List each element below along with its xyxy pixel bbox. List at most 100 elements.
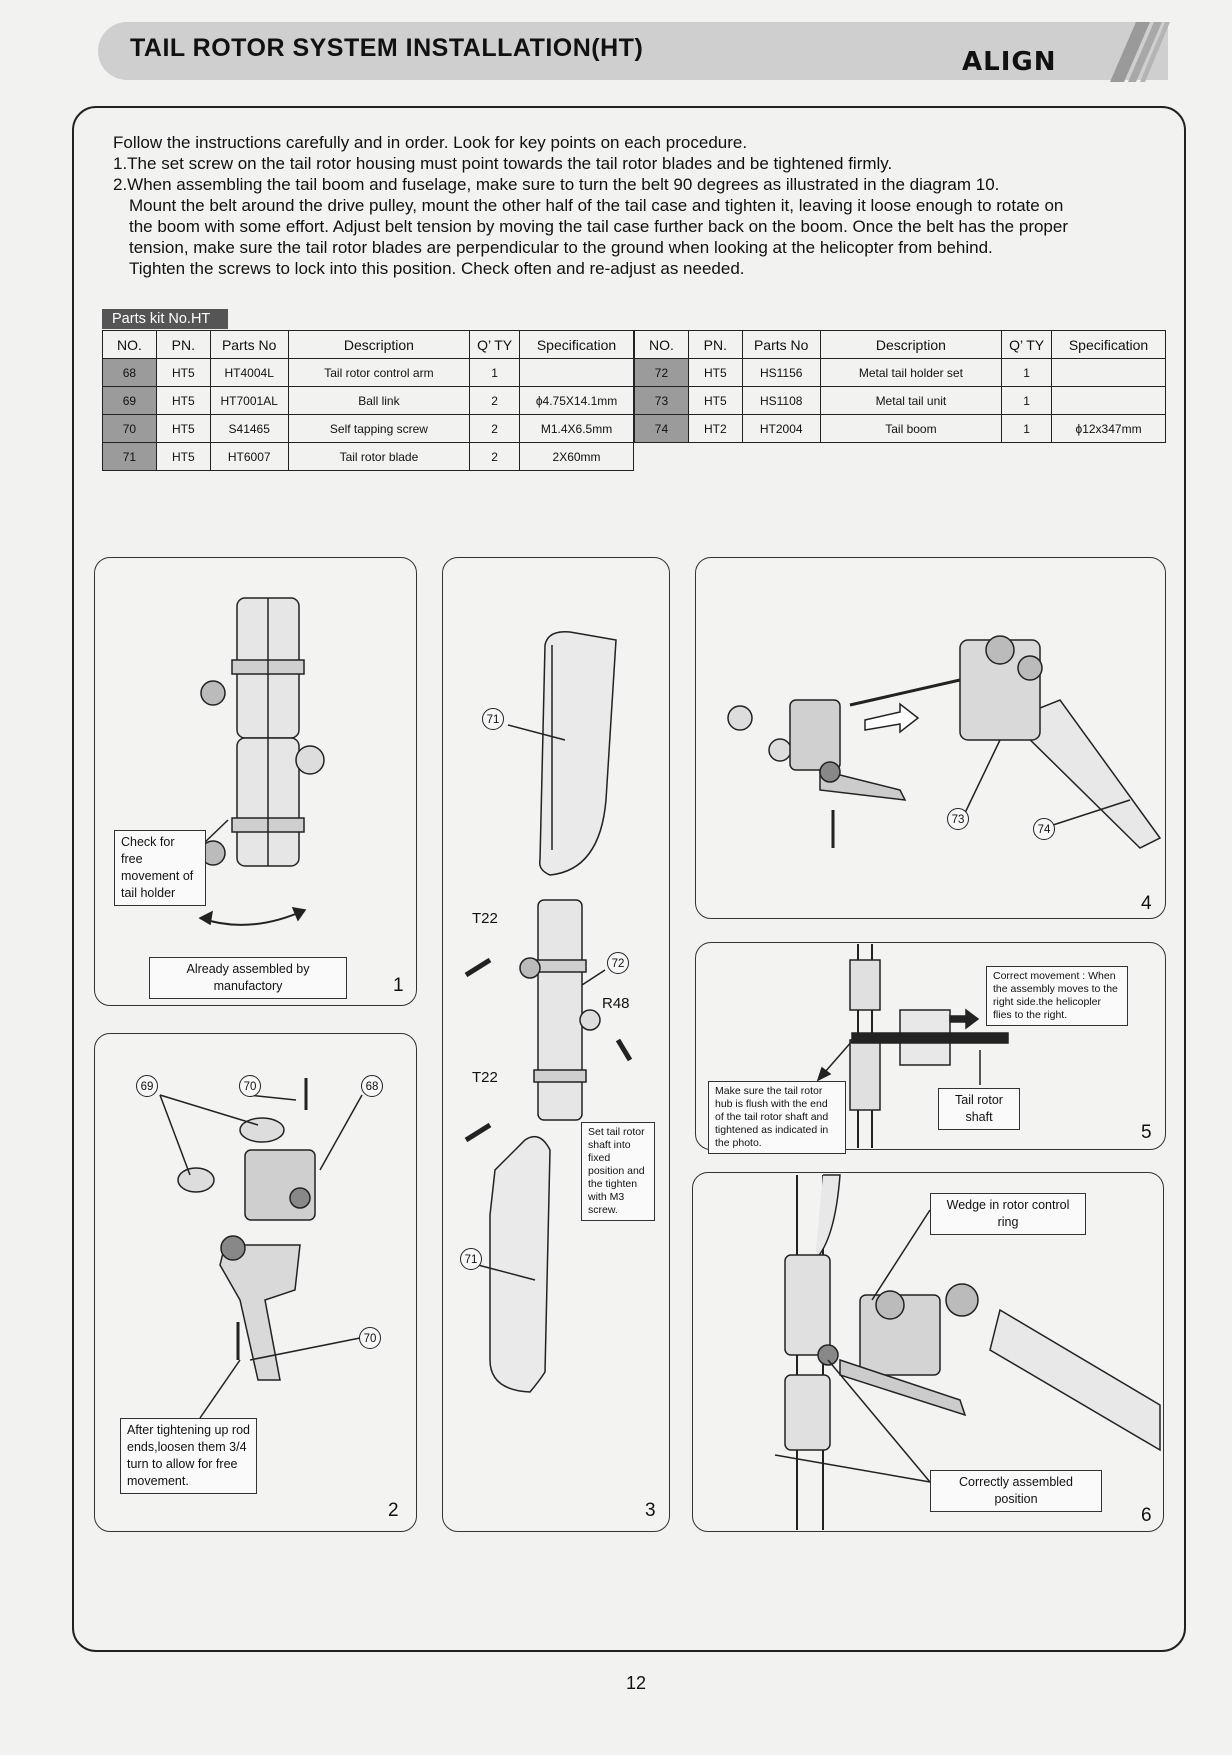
cell: HT2004 [741, 414, 821, 443]
cell: 2 [469, 442, 521, 471]
part-ref-74: 74 [1033, 818, 1055, 840]
cell: ϕ12x347mm [1051, 414, 1166, 443]
cell: Metal tail holder set [819, 358, 1003, 387]
check-movement-callout: Check for free movement of tail holder [114, 830, 206, 906]
cell: 2 [469, 386, 521, 415]
cell: HT6007 [209, 442, 289, 471]
cell: 69 [102, 386, 157, 415]
cell: Tail rotor control arm [287, 358, 471, 387]
cell: 74 [634, 414, 689, 443]
col-pn: PN. [687, 330, 743, 359]
tool-t22-lower: T22 [472, 1069, 498, 1086]
cell: 73 [634, 386, 689, 415]
table-row: 70 HT5 S41465 Self tapping screw 2 M1.4X… [102, 414, 634, 443]
assembled-drawing-icon [774, 1174, 1161, 1530]
shaft-detail-drawing-icon [816, 944, 1009, 1148]
hub-flush-callout: Make sure the tail rotor hub is flush wi… [708, 1081, 846, 1154]
manufactory-note: Already assembled by manufactory [149, 957, 347, 999]
tool-t22: T22 [472, 910, 498, 927]
cell: Ball link [287, 386, 471, 415]
parts-table-right: NO. PN. Parts No Description Q’ TY Speci… [634, 330, 1166, 443]
table-header-row: NO. PN. Parts No Description Q’ TY Speci… [634, 330, 1166, 359]
cell: HT4004L [209, 358, 289, 387]
part-ref-71: 71 [482, 708, 504, 730]
instruction-intro: Follow the instructions carefully and in… [113, 133, 748, 152]
cell: 2 [469, 414, 521, 443]
part-ref-72: 72 [607, 952, 629, 974]
cell: HS1156 [741, 358, 821, 387]
col-description: Description [819, 330, 1003, 359]
tail-holder-drawing-icon [198, 597, 325, 926]
header-stripes-icon [1110, 22, 1170, 82]
cell: Self tapping screw [287, 414, 471, 443]
col-spec: Specification [1051, 330, 1166, 359]
instruction-step-2-line: the boom with some effort. Adjust belt t… [129, 217, 1069, 236]
page-number: 12 [626, 1673, 647, 1693]
col-parts-no: Parts No [741, 330, 821, 359]
instruction-step-2: 2.When assembling the tail boom and fuse… [113, 175, 1000, 194]
col-qty: Q’ TY [1001, 330, 1053, 359]
cell: HT7001AL [209, 386, 289, 415]
part-ref-71-lower: 71 [460, 1248, 482, 1270]
parts-kit-label: Parts kit No.HT [102, 309, 228, 329]
cell: HT5 [155, 442, 211, 471]
instructions: Follow the instructions carefully and in… [113, 132, 1173, 279]
col-qty: Q’ TY [469, 330, 521, 359]
col-description: Description [287, 330, 471, 359]
instruction-step-2-line: Mount the belt around the drive pulley, … [129, 196, 1064, 215]
step-number-2: 2 [388, 1500, 399, 1521]
page-title: TAIL ROTOR SYSTEM INSTALLATION(HT) [130, 34, 644, 62]
cell: 71 [102, 442, 157, 471]
control-arm-drawing-icon [159, 1078, 363, 1419]
step-number-1: 1 [393, 975, 404, 996]
step-number-5: 5 [1141, 1122, 1152, 1143]
cell: HT5 [687, 358, 743, 387]
table-row: 73 HT5 HS1108 Metal tail unit 1 [634, 386, 1166, 415]
part-ref-68: 68 [361, 1075, 383, 1097]
correct-movement-callout: Correct movement : When the assembly mov… [986, 966, 1128, 1026]
instruction-step-1: 1.The set screw on the tail rotor housin… [113, 154, 893, 173]
cell: HT5 [687, 386, 743, 415]
content-frame [72, 106, 1186, 1652]
rod-end-callout: After tightening up rod ends,loosen them… [120, 1418, 257, 1494]
cell: HT2 [687, 414, 743, 443]
assembled-position-label: Correctly assembled position [930, 1470, 1102, 1512]
part-ref-70-lower: 70 [359, 1327, 381, 1349]
cell: HT5 [155, 358, 211, 387]
table-row: 69 HT5 HT7001AL Ball link 2 ϕ4.75X14.1mm [102, 386, 634, 415]
step-number-3: 3 [645, 1500, 656, 1521]
col-no: NO. [102, 330, 157, 359]
col-pn: PN. [155, 330, 211, 359]
tail-unit-drawing-icon [727, 635, 1162, 849]
step-number-4: 4 [1141, 893, 1152, 914]
table-row: 68 HT5 HT4004L Tail rotor control arm 1 [102, 358, 634, 387]
cell: Metal tail unit [819, 386, 1003, 415]
brand-logo: ALIGN [962, 47, 1057, 77]
cell: Tail rotor blade [287, 442, 471, 471]
cell: 2X60mm [519, 442, 634, 471]
table-row: 71 HT5 HT6007 Tail rotor blade 2 2X60mm [102, 442, 634, 471]
set-shaft-callout: Set tail rotor shaft into fixed position… [581, 1122, 655, 1221]
cell: Tail boom [819, 414, 1003, 443]
cell: HS1108 [741, 386, 821, 415]
cell [1051, 358, 1166, 387]
instruction-step-2-line: Tighten the screws to lock into this pos… [129, 259, 745, 278]
table-header-row: NO. PN. Parts No Description Q’ TY Speci… [102, 330, 634, 359]
header-bar [98, 22, 1168, 80]
instruction-step-2-line: tension, make sure the tail rotor blades… [129, 238, 993, 257]
step-number-6: 6 [1141, 1505, 1152, 1526]
tool-r48: R48 [602, 995, 630, 1012]
part-ref-70: 70 [239, 1075, 261, 1097]
parts-table-left: NO. PN. Parts No Description Q’ TY Speci… [102, 330, 634, 471]
cell: M1.4X6.5mm [519, 414, 634, 443]
cell: 1 [1001, 414, 1053, 443]
cell [519, 358, 634, 387]
part-ref-69: 69 [136, 1075, 158, 1097]
table-row: 74 HT2 HT2004 Tail boom 1 ϕ12x347mm [634, 414, 1166, 443]
tail-blade-drawing-icon [464, 631, 633, 1393]
cell: HT5 [155, 386, 211, 415]
col-spec: Specification [519, 330, 634, 359]
part-ref-73: 73 [947, 808, 969, 830]
tail-rotor-shaft-label: Tail rotor shaft [938, 1088, 1020, 1130]
